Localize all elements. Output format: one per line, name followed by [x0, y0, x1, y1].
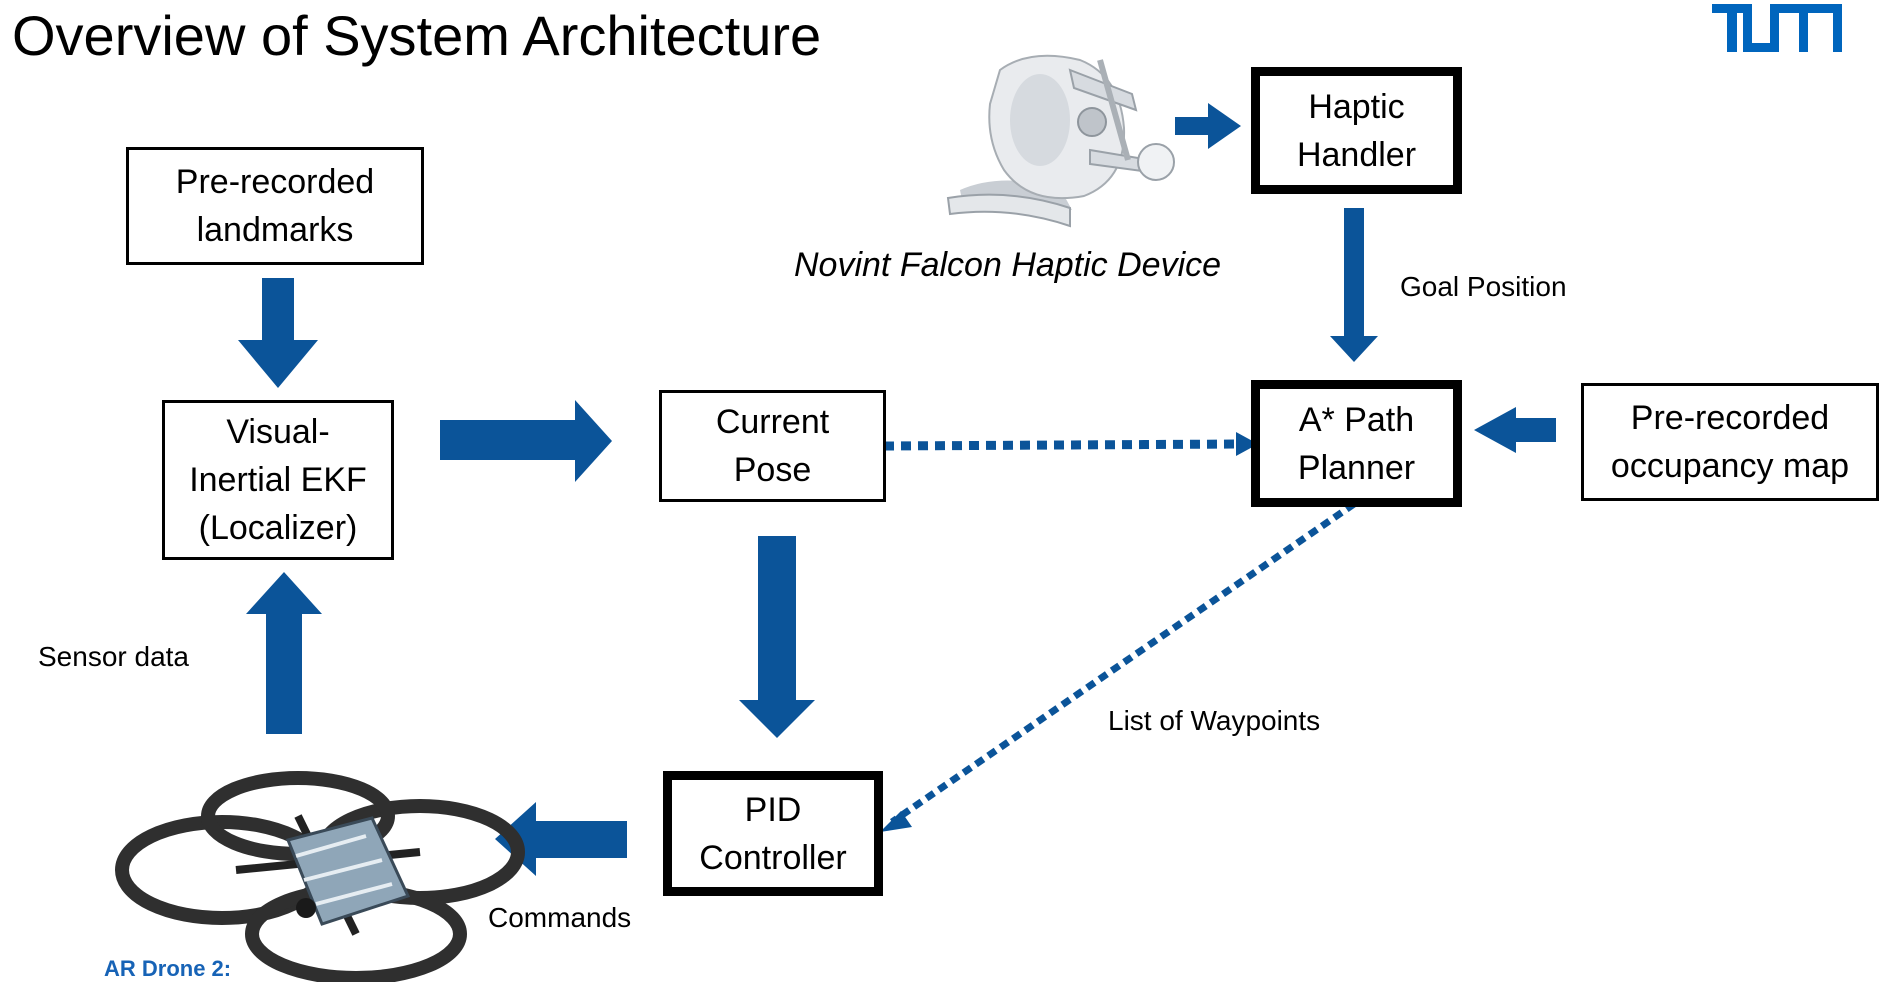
landmarks-line-2: landmarks [196, 211, 354, 249]
planner-line-2: Planner [1297, 448, 1416, 487]
haptic-device-image [946, 54, 1175, 228]
goal-position-label: Goal Position [1400, 271, 1567, 302]
handler-line-2: Handler [1296, 135, 1417, 174]
pid-line-1: PID [744, 790, 802, 829]
ekf-line-3: (Localizer) [198, 509, 358, 547]
dotted-pose-to-planner-head [1236, 432, 1258, 456]
haptic-device-caption: Novint Falcon Haptic Device [794, 246, 1222, 284]
sensor-data-label: Sensor data [38, 641, 189, 672]
arrow-ekf-to-pose [440, 400, 612, 482]
pid-controller-box: PID Controller [663, 771, 883, 896]
occupancy-map-box: Pre-recorded occupancy map [1581, 383, 1879, 501]
arrow-occupancy-to-planner [1474, 407, 1556, 453]
tum-logo [1712, 4, 1842, 52]
ekf-line-2: Inertial EKF [189, 461, 367, 499]
arrow-pose-to-pid [739, 536, 815, 738]
tum-logo-mark [1712, 4, 1842, 52]
drone-caption: AR Drone 2: [104, 956, 232, 981]
occupancy-line-1: Pre-recorded [1630, 399, 1830, 437]
waypoints-label: List of Waypoints [1108, 705, 1321, 736]
arrow-handler-to-planner [1330, 208, 1378, 362]
arrow-landmarks-to-ekf [238, 278, 318, 388]
planner-line-1: A* Path [1298, 400, 1415, 439]
dotted-planner-to-pid-head [880, 811, 912, 832]
arrow-drone-to-ekf [246, 572, 322, 734]
haptic-handler-box: Haptic Handler [1251, 67, 1462, 194]
landmarks-box: Pre-recorded landmarks [126, 147, 424, 265]
current-pose-box: Current Pose [659, 390, 886, 502]
pid-line-2: Controller [699, 838, 847, 877]
occupancy-line-2: occupancy map [1610, 447, 1850, 485]
dotted-planner-to-pid [890, 501, 1356, 825]
arrow-pid-to-drone [495, 802, 627, 876]
drone-image [115, 771, 525, 982]
pose-line-2: Pose [733, 451, 812, 489]
arrow-device-to-handler [1175, 103, 1241, 149]
page-title: Overview of System Architecture [12, 4, 822, 67]
ekf-line-1: Visual- [226, 413, 330, 451]
pose-line-1: Current [715, 403, 830, 441]
ekf-box: Visual- Inertial EKF (Localizer) [162, 400, 394, 560]
astar-planner-box: A* Path Planner [1251, 380, 1462, 507]
landmarks-line-1: Pre-recorded [175, 163, 375, 201]
commands-label: Commands [488, 902, 632, 933]
handler-line-1: Haptic [1308, 87, 1405, 126]
dotted-pose-to-planner [883, 439, 1243, 451]
